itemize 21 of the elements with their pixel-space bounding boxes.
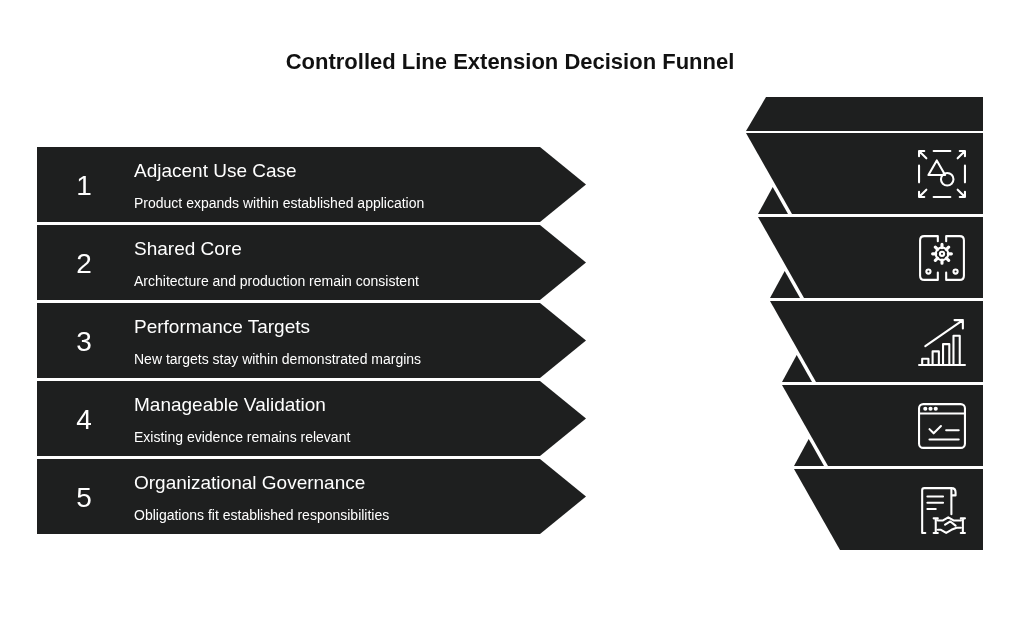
- step-description: Obligations fit established responsibilities: [134, 506, 390, 524]
- step-heading: Shared Core: [134, 238, 242, 260]
- step-description: Existing evidence remains relevant: [134, 428, 351, 446]
- chevron-box: [37, 147, 586, 222]
- step-heading: Performance Targets: [134, 316, 310, 338]
- step-number: 3: [76, 327, 92, 357]
- step-heading: Manageable Validation: [134, 394, 326, 416]
- diagram-title: Controlled Line Extension Decision Funnel: [285, 48, 735, 76]
- step-number: 1: [76, 171, 92, 201]
- chevron-box: [37, 459, 586, 534]
- chevron-box: [37, 303, 586, 378]
- chevron-box: [37, 381, 586, 456]
- step-number: 4: [76, 405, 92, 435]
- step-number: 2: [76, 249, 92, 279]
- step-number: 5: [76, 483, 92, 513]
- chevron-box: [37, 225, 586, 300]
- step-description: Product expands within established application: [134, 194, 425, 212]
- step-description: New targets stay within demonstrated margins: [134, 350, 422, 368]
- step-description: Architecture and production remain consistent: [134, 272, 419, 290]
- step-heading: Adjacent Use Case: [134, 160, 297, 182]
- step-heading: Organizational Governance: [134, 472, 366, 494]
